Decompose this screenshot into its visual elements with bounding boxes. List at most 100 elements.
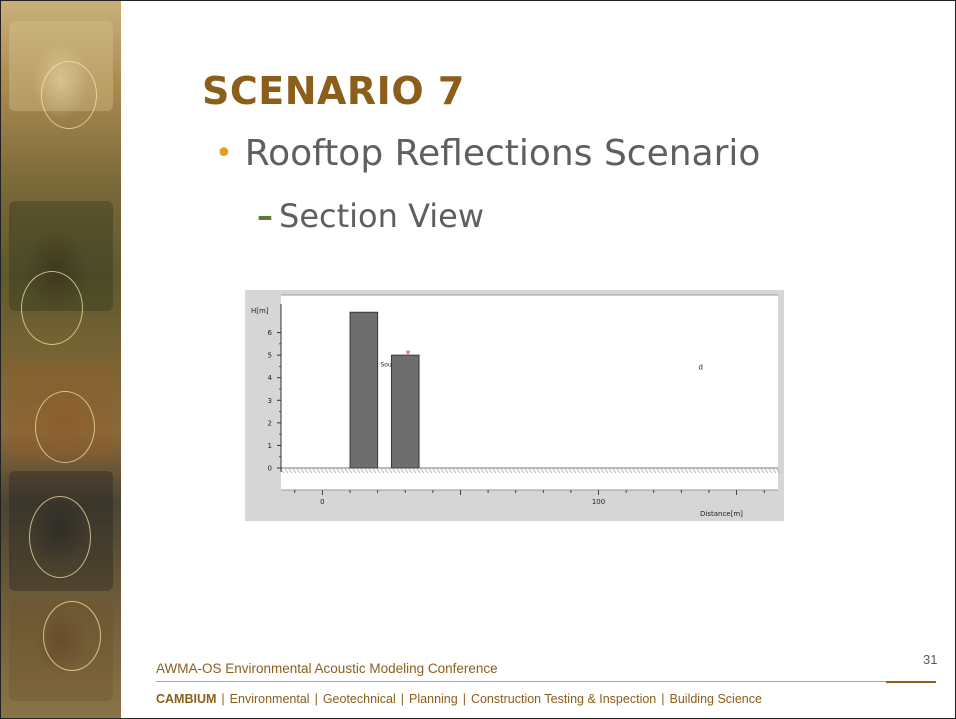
ground-hatch: [748, 468, 753, 474]
footer-item: Construction Testing & Inspection: [470, 692, 657, 706]
footer-item: Geotechnical: [322, 692, 396, 706]
ground-hatch: [536, 468, 541, 474]
ground-hatch: [408, 468, 413, 474]
ground-hatch: [516, 468, 521, 474]
ground-hatch: [296, 468, 301, 474]
ground-hatch: [624, 468, 629, 474]
ground-hatch: [564, 468, 569, 474]
ground-hatch: [492, 468, 497, 474]
ground-hatch: [484, 468, 489, 474]
ground-hatch: [520, 468, 525, 474]
source-marker-icon: *: [406, 349, 411, 360]
ground-hatch: [432, 468, 437, 474]
ground-hatch: [488, 468, 493, 474]
ground-hatch: [740, 468, 745, 474]
ground-hatch: [720, 468, 725, 474]
decor-ring-icon: [35, 391, 95, 463]
footer-item: Building Science: [669, 692, 762, 706]
decor-ring-icon: [41, 61, 97, 129]
ground-hatch: [368, 468, 373, 474]
ground-hatch: [612, 468, 617, 474]
ground-hatch: [384, 468, 389, 474]
ground-hatch: [696, 468, 701, 474]
ground-hatch: [732, 468, 737, 474]
ground-hatch: [380, 468, 385, 474]
buildings: [349, 311, 420, 469]
ground-hatch: [580, 468, 585, 474]
ground-hatch: [604, 468, 609, 474]
ground-hatch: [340, 468, 345, 474]
y-tick-label: 5: [268, 352, 272, 360]
y-tick-label: 0: [268, 465, 272, 473]
ground-hatch: [444, 468, 449, 474]
ground-hatch: [648, 468, 653, 474]
ground-hatch: [668, 468, 673, 474]
decor-ring-icon: [29, 496, 91, 578]
ground-hatch: [664, 468, 669, 474]
footer-conference: AWMA-OS Environmental Acoustic Modeling …: [156, 661, 498, 676]
ground-hatch: [308, 468, 313, 474]
ground-hatch: [508, 468, 513, 474]
ground-hatch: [464, 468, 469, 474]
ground-hatch: [304, 468, 309, 474]
ground-hatch: [640, 468, 645, 474]
bullet-text: Rooftop Reflections Scenario: [244, 133, 761, 174]
ground-hatch: [700, 468, 705, 474]
ground-hatch: [460, 468, 465, 474]
ground-hatch: [532, 468, 537, 474]
ground-hatch: [684, 468, 689, 474]
ground-hatch: [676, 468, 681, 474]
footer-item: Environmental: [229, 692, 310, 706]
ground-hatch: [752, 468, 757, 474]
ground-hatch: [376, 468, 381, 474]
ground-hatch: [616, 468, 621, 474]
decor-ring-icon: [21, 271, 83, 345]
ground-hatch: [572, 468, 577, 474]
ground-hatch: [416, 468, 421, 474]
ground-hatch: [412, 468, 417, 474]
ground-hatch: [688, 468, 693, 474]
ground-hatch: [496, 468, 501, 474]
ground-hatch: [500, 468, 505, 474]
ground-hatch: [712, 468, 717, 474]
ground-hatch: [332, 468, 337, 474]
building-bar: [349, 311, 379, 469]
decor-ring-icon: [43, 601, 101, 671]
ground-hatch: [356, 468, 361, 474]
ground-hatch: [284, 468, 289, 474]
ground-hatch: [764, 468, 769, 474]
ground-hatch: [388, 468, 393, 474]
ground-hatch: [344, 468, 349, 474]
ground-hatch: [512, 468, 517, 474]
ground-hatch: [328, 468, 333, 474]
ground-hatch: [592, 468, 597, 474]
ground-hatch: [632, 468, 637, 474]
ground-hatch: [400, 468, 405, 474]
ground-hatch: [692, 468, 697, 474]
y-tick-label: 2: [268, 419, 272, 427]
x-axis-label: Distance[m]: [700, 510, 743, 518]
ground-hatch: [504, 468, 509, 474]
ground-hatch: [352, 468, 357, 474]
ground-hatch: [436, 468, 441, 474]
y-tick-label: 3: [268, 397, 272, 405]
page-number: 31: [923, 652, 938, 667]
ground-hatch: [480, 468, 485, 474]
y-axis-label: H[m]: [251, 307, 269, 315]
building-bar: [390, 354, 420, 469]
ground-hatch: [588, 468, 593, 474]
footer-item: Planning: [409, 692, 458, 706]
ground-hatch: [320, 468, 325, 474]
ground-hatch: [312, 468, 317, 474]
ground-hatch: [620, 468, 625, 474]
ground-hatch: [636, 468, 641, 474]
ground-hatch: [540, 468, 545, 474]
ground-hatch: [448, 468, 453, 474]
y-tick-label: 1: [268, 442, 272, 450]
bullet-item: • Rooftop Reflections Scenario: [215, 133, 760, 174]
ground-hatch: [456, 468, 461, 474]
ground-hatch: [300, 468, 305, 474]
